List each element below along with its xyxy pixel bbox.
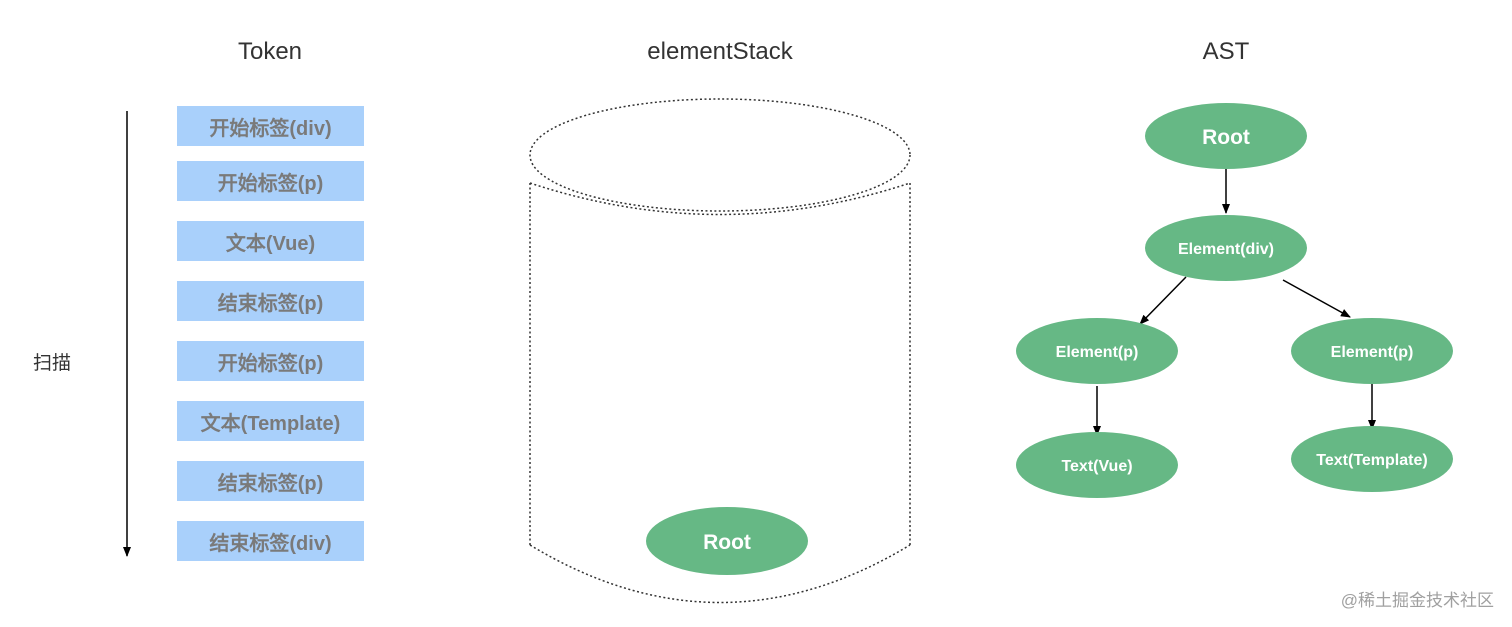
stack-node-root: Root [646,507,808,575]
element-stack-cylinder [529,98,911,604]
ast-node-text1-label: Text(Vue) [1061,458,1132,475]
edge-div-p1 [1139,276,1187,325]
token-item: 结束标签(p) [177,461,364,501]
ast-node-div-shape [1145,215,1307,281]
token-item: 开始标签(div) [177,106,364,146]
token-item: 文本(Template) [177,401,364,441]
ast-node-p2-shape [1291,318,1453,384]
token-item: 开始标签(p) [177,161,364,201]
ast-node-div-label: Element(div) [1178,241,1274,258]
ast-node-root-shape [1145,103,1307,169]
ast-node-text2-shape [1291,426,1453,492]
ast-node-p2: Element(p) [1291,318,1453,384]
ast-edges [1093,168,1376,436]
ast-node-root: Root [1145,103,1307,169]
ast-node-text1: Text(Vue) [1016,432,1178,498]
scan-label: 扫描 [33,353,72,374]
token-heading: Token [237,38,303,65]
token-item: 文本(Vue) [177,221,364,261]
ast-node-div: Element(div) [1145,215,1307,281]
ast-node-p1-label: Element(p) [1056,344,1139,361]
cylinder-top-ellipse [529,98,911,212]
watermark: @稀土掘金技术社区 [1340,591,1494,610]
ast-node-text1-shape [1016,432,1178,498]
edge-div-p2 [1282,279,1351,318]
cylinder-top-rim [529,182,911,216]
ast-node-text2: Text(Template) [1291,426,1453,492]
stack-node-root-shape [646,507,808,575]
ast-node-p2-label: Element(p) [1331,344,1414,361]
element-stack-heading: elementStack [647,38,793,65]
ast-node-p1-shape [1016,318,1178,384]
ast-heading: AST [1202,38,1250,65]
ast-node-p1: Element(p) [1016,318,1178,384]
ast-node-root-label: Root [1202,126,1250,149]
stack-node-root-label: Root [703,531,751,554]
token-item: 结束标签(p) [177,281,364,321]
ast-node-text2-label: Text(Template) [1316,452,1427,469]
token-item: 结束标签(div) [177,521,364,561]
token-item: 开始标签(p) [177,341,364,381]
